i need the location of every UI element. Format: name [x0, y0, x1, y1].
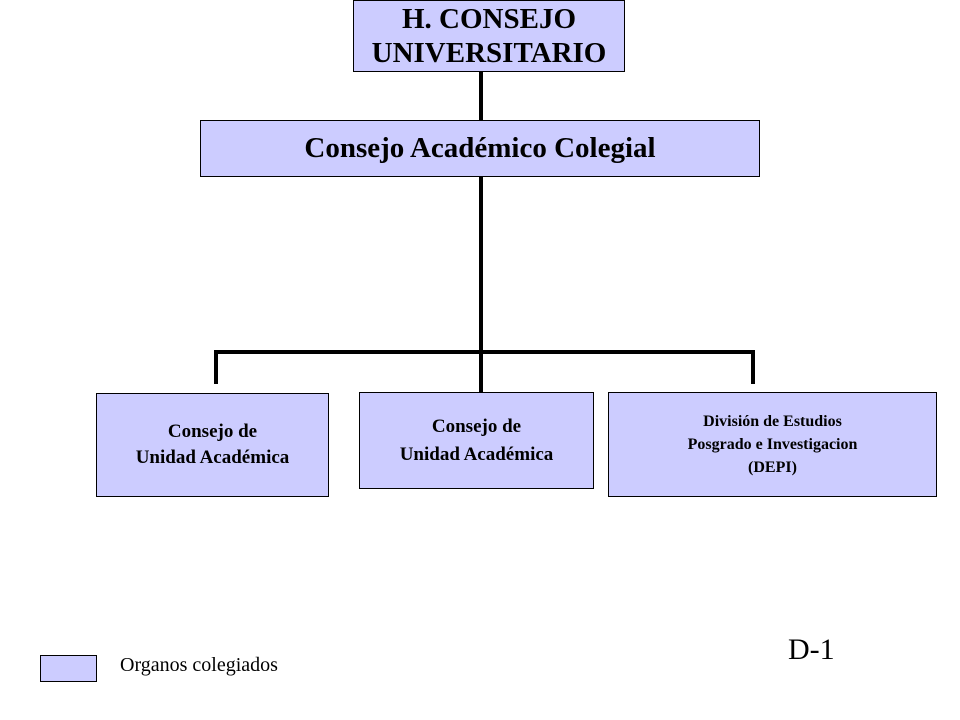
legend-swatch	[40, 655, 97, 682]
legend-label: Organos colegiados	[120, 654, 278, 676]
box-h-consejo-universitario: H. CONSEJO UNIVERSITARIO	[353, 0, 625, 72]
connector-middle-trunk	[479, 177, 483, 392]
box-label-line: Consejo de	[431, 415, 522, 437]
box-depi: División de Estudios Posgrado e Investig…	[608, 392, 937, 497]
page-code: D-1	[788, 633, 835, 666]
box-label-line: Posgrado e Investigacion	[687, 436, 858, 453]
box-label-line: (DEPI)	[748, 459, 797, 476]
box-label-line: División de Estudios	[703, 413, 842, 430]
box-label-line: H. CONSEJO	[401, 3, 577, 35]
connector-top-to-middle	[479, 72, 483, 120]
connector-drop-right	[751, 350, 755, 384]
connector-drop-left	[214, 350, 218, 384]
box-consejo-unidad-academica-left: Consejo de Unidad Académica	[96, 393, 329, 497]
connector-horizontal-bar	[214, 350, 755, 354]
box-label-line: Consejo de	[167, 421, 258, 442]
box-consejo-unidad-academica-center: Consejo de Unidad Académica	[359, 392, 594, 489]
box-label-line: Unidad Académica	[399, 443, 554, 465]
box-label-line: UNIVERSITARIO	[371, 37, 607, 69]
box-label: Consejo Académico Colegial	[304, 132, 656, 164]
box-consejo-academico-colegial: Consejo Académico Colegial	[200, 120, 760, 177]
box-label-line: Unidad Académica	[135, 447, 290, 468]
